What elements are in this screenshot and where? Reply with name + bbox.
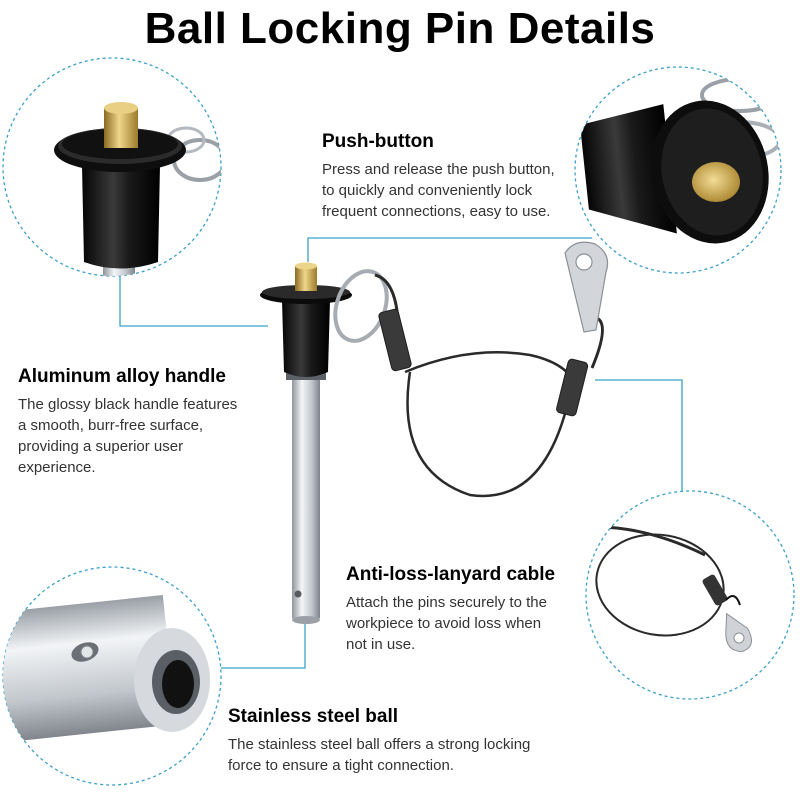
feature-description-line: not in use.	[346, 636, 416, 653]
locking-ball-icon	[294, 590, 302, 598]
crimp-sleeve-icon	[378, 308, 412, 372]
push-button-icon	[104, 108, 138, 148]
feature-title: Aluminum alloy handle	[18, 366, 226, 387]
feature-description-line: providing a superior user	[18, 438, 184, 455]
feature-description-line: The stainless steel ball offers a strong…	[228, 736, 531, 753]
feature-description: Press and release the push button, to qu…	[322, 159, 582, 222]
main-push-button-icon	[295, 266, 317, 291]
feature-description-line: a smooth, burr-free surface,	[18, 417, 204, 434]
lanyard-cable	[374, 273, 604, 498]
callout-line-push-button	[307, 237, 592, 262]
main-handle-icon	[282, 300, 330, 377]
feature-description-line: to quickly and conveniently lock	[322, 182, 533, 199]
ball-locking-pin	[260, 262, 352, 624]
feature-description-line: workpiece to avoid loss when	[346, 615, 542, 632]
feature-description-line: experience.	[18, 459, 96, 476]
feature-description-line: frequent connections, easy to use.	[322, 203, 551, 220]
feature-title: Stainless steel ball	[228, 706, 399, 727]
steel-shaft-icon	[292, 378, 320, 620]
feature-title: Push-button	[322, 131, 434, 152]
callout-lines	[119, 237, 683, 669]
brass-button-icon	[692, 162, 740, 202]
feature-title: Anti-loss-lanyard cable	[346, 564, 556, 585]
steel-ball-closeup	[3, 595, 210, 743]
feature-description: Attach the pins securely to the workpiec…	[346, 592, 586, 655]
feature-description-line: The glossy black handle features	[18, 396, 238, 413]
callout-line-ball	[221, 620, 306, 669]
lanyard-closeup	[595, 525, 753, 653]
feature-aluminum-handle: Aluminum alloy handle The glossy black h…	[18, 366, 268, 478]
push-button-closeup	[580, 77, 781, 244]
detail-circle-push-button	[574, 66, 782, 274]
feature-description-line: Attach the pins securely to the	[346, 594, 547, 611]
callout-line-lanyard	[595, 379, 683, 492]
pin-shaft-icon	[103, 262, 135, 276]
feature-lanyard-cable: Anti-loss-lanyard cable Attach the pins …	[346, 564, 586, 655]
callout-line-handle	[119, 270, 268, 327]
feature-push-button: Push-button Press and release the push b…	[322, 131, 582, 222]
feature-description: The glossy black handle features a smoot…	[18, 394, 268, 478]
detail-circle-lanyard	[585, 490, 795, 700]
detail-circle-handle	[2, 57, 222, 277]
page-title: Ball Locking Pin Details	[144, 4, 656, 53]
eyelet-terminal-icon	[564, 241, 609, 333]
feature-description: The stainless steel ball offers a strong…	[228, 734, 578, 776]
handle-closeup	[54, 102, 221, 276]
handle-body-icon	[82, 165, 160, 269]
feature-description-line: force to ensure a tight connection.	[228, 757, 454, 774]
feature-steel-ball: Stainless steel ball The stainless steel…	[228, 706, 578, 776]
feature-description-line: Press and release the push button,	[322, 161, 555, 178]
